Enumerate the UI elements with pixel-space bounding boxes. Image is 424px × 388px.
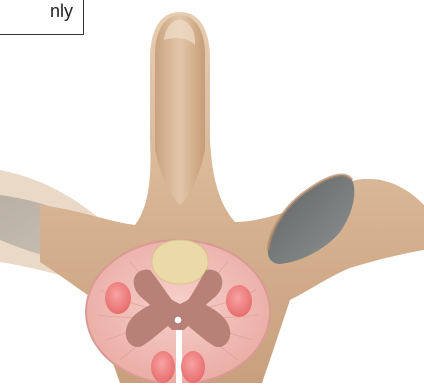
tract-right-anterior (181, 351, 205, 383)
anterior-median-fissure (176, 330, 182, 383)
annotation-label-text: nly (50, 2, 73, 20)
tract-left-anterior (151, 351, 175, 383)
central-canal (174, 316, 182, 324)
annotation-label-box: nly (0, 0, 84, 35)
spinal-cord (86, 240, 270, 383)
tract-right-lateral (226, 285, 252, 317)
vertebral-body-edge (348, 300, 424, 383)
tract-left-lateral (105, 282, 131, 314)
dorsal-column (152, 240, 208, 284)
